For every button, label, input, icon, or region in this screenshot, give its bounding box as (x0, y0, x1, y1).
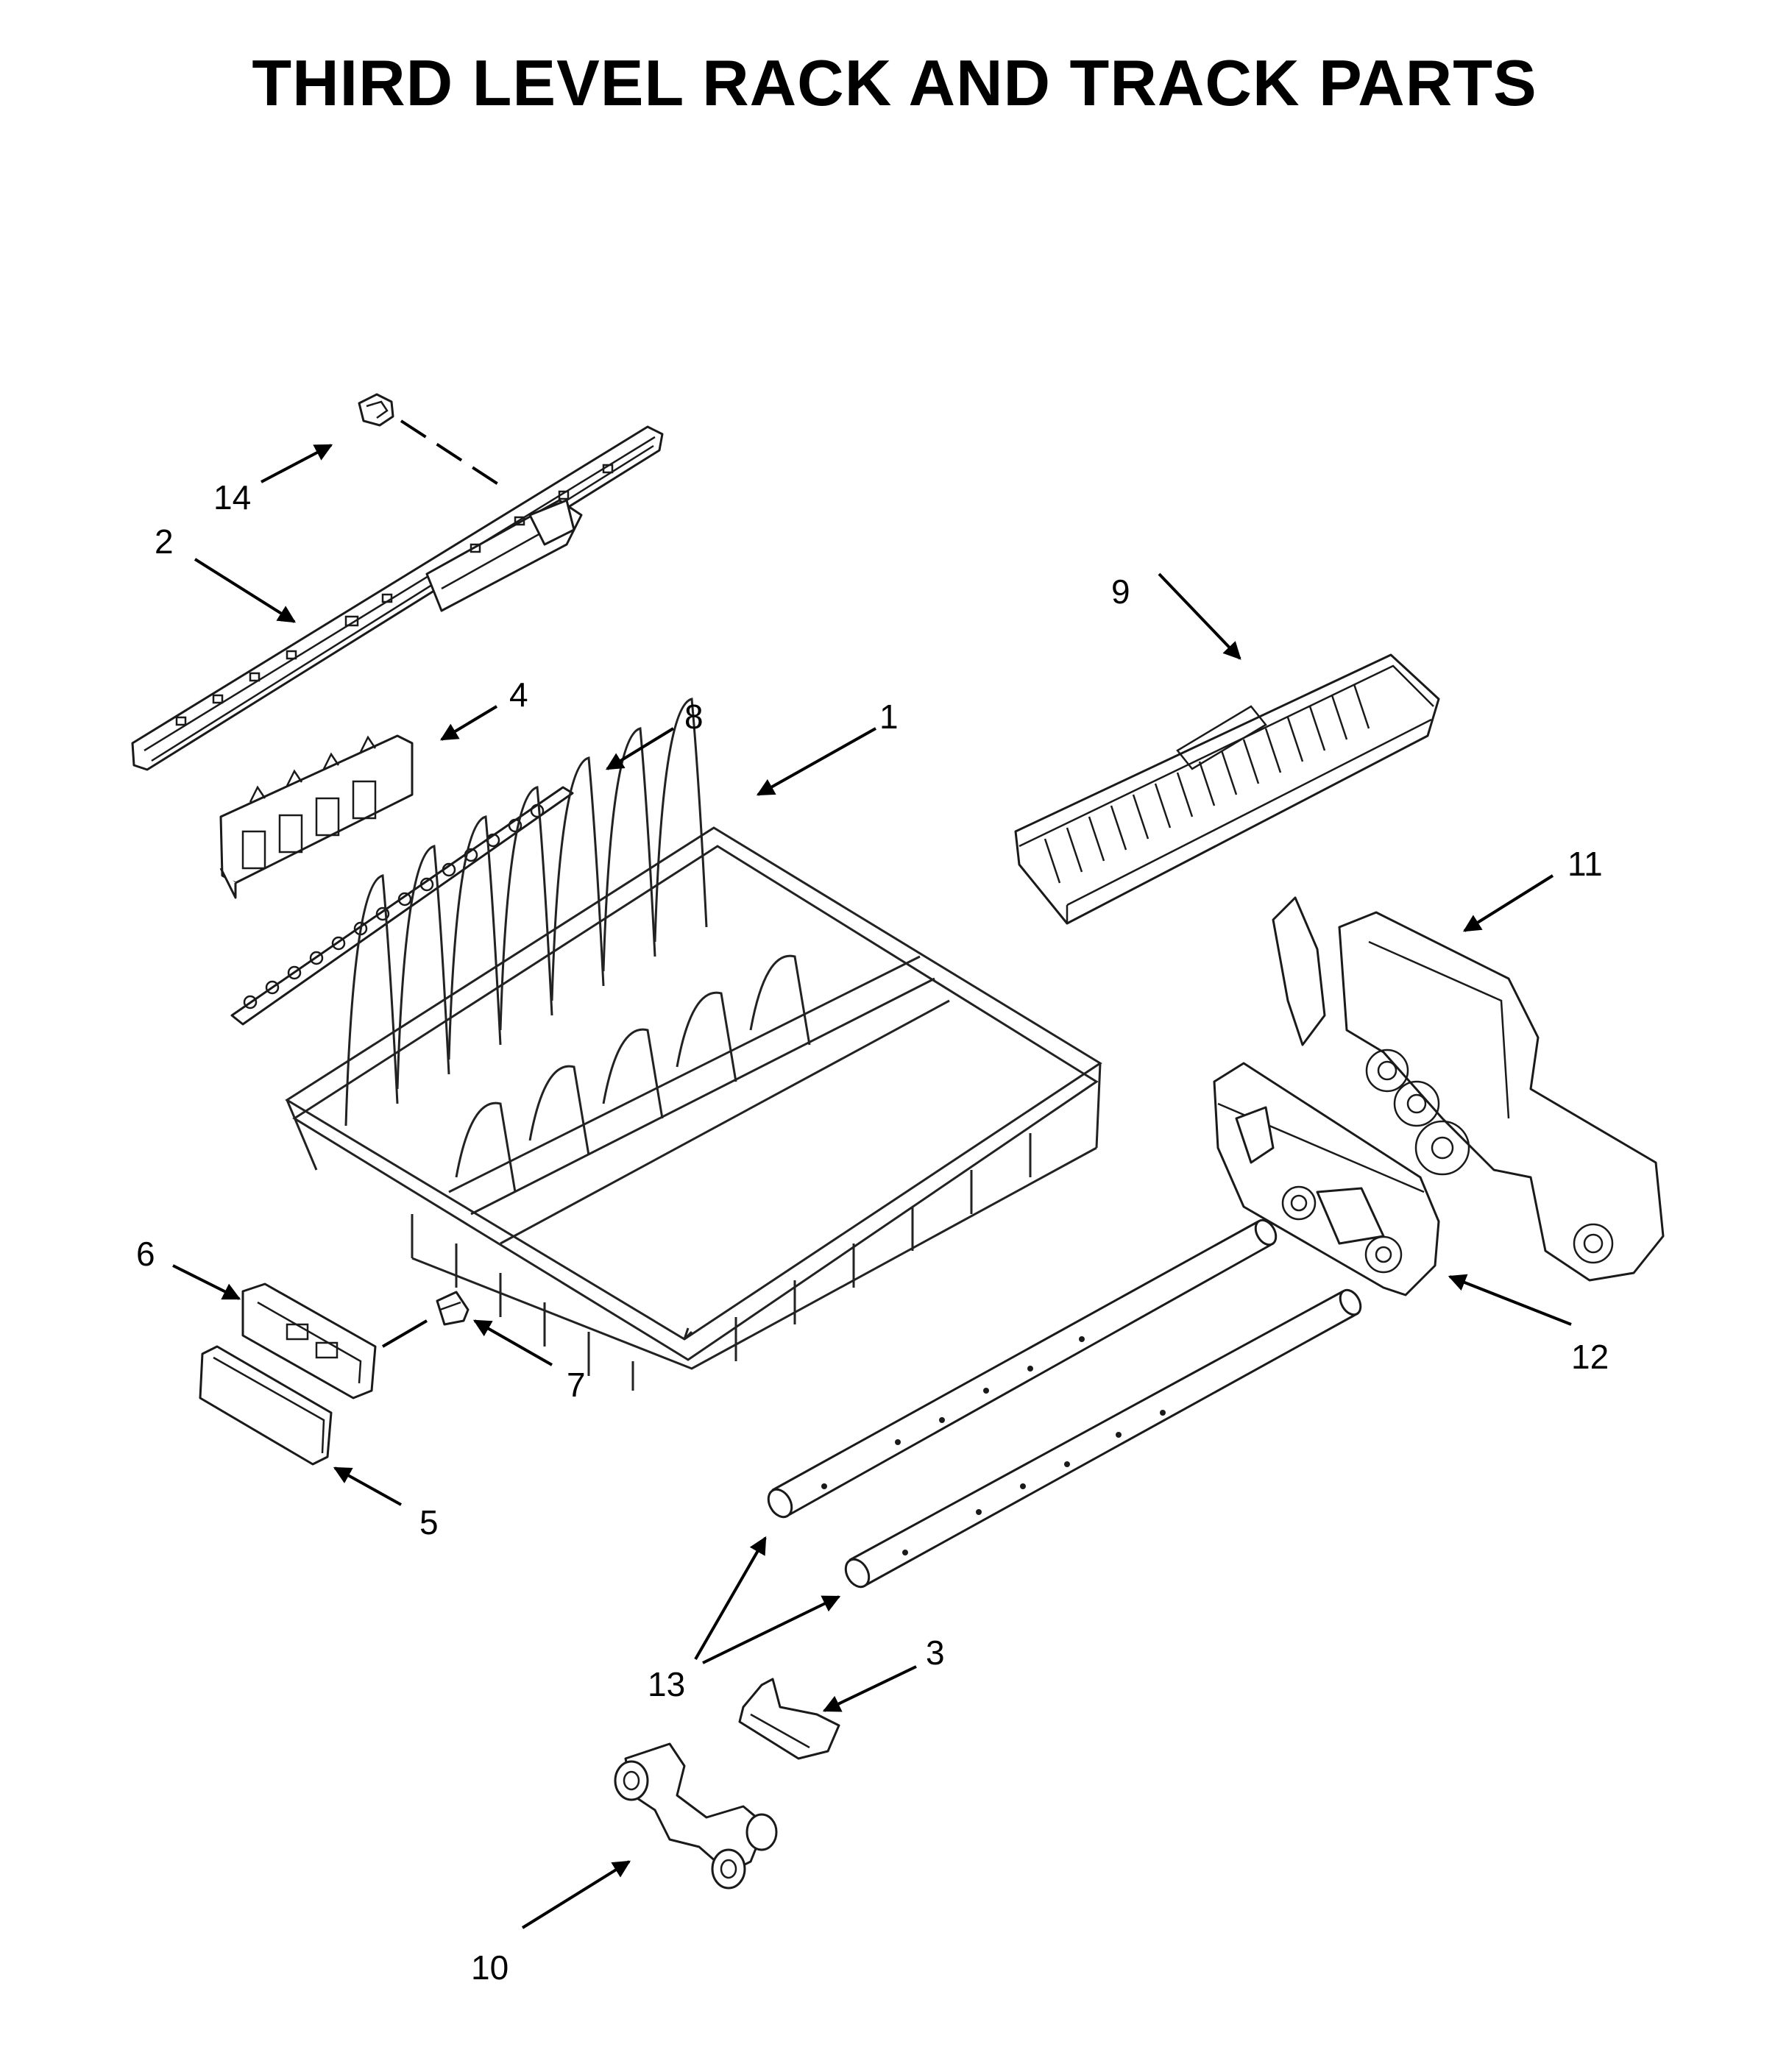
part-1-wire-rack (285, 698, 1102, 1391)
callout-labels: 1 2 3 4 5 6 7 8 9 10 11 12 13 14 (136, 478, 1609, 1987)
callout-13: 13 (648, 1665, 685, 1703)
callout-11: 11 (1567, 845, 1603, 883)
part-10-roller-bracket (614, 1742, 778, 1890)
callout-12: 12 (1571, 1338, 1609, 1376)
part-14-clip (358, 393, 502, 487)
part-3-bracket (738, 1678, 840, 1760)
part-13-spray-tubes (767, 1218, 1362, 1589)
callout-1: 1 (879, 698, 899, 736)
part-9-utensil-tray (1014, 653, 1440, 925)
callout-14: 14 (213, 478, 251, 517)
part-4-bracket (219, 734, 414, 899)
callout-4: 4 (509, 675, 528, 714)
callout-6: 6 (136, 1235, 155, 1273)
callout-5: 5 (419, 1503, 439, 1541)
part-2-slide-track (131, 425, 664, 771)
callout-3: 3 (926, 1633, 945, 1672)
part-11-gear-housing (1272, 896, 1665, 1282)
callout-7: 7 (567, 1366, 586, 1404)
callout-2: 2 (155, 522, 174, 561)
part-12-cover-plate (1213, 1062, 1440, 1296)
callout-9: 9 (1111, 572, 1130, 611)
callout-10: 10 (471, 1948, 509, 1987)
part-5-handle-cover (199, 1345, 333, 1466)
page-title: THIRD LEVEL RACK AND TRACK PARTS (252, 46, 1537, 119)
callout-8: 8 (684, 698, 704, 736)
part-7-pin (381, 1291, 470, 1348)
leader-arrows (172, 444, 1572, 1929)
part-6-bracket (241, 1282, 377, 1399)
